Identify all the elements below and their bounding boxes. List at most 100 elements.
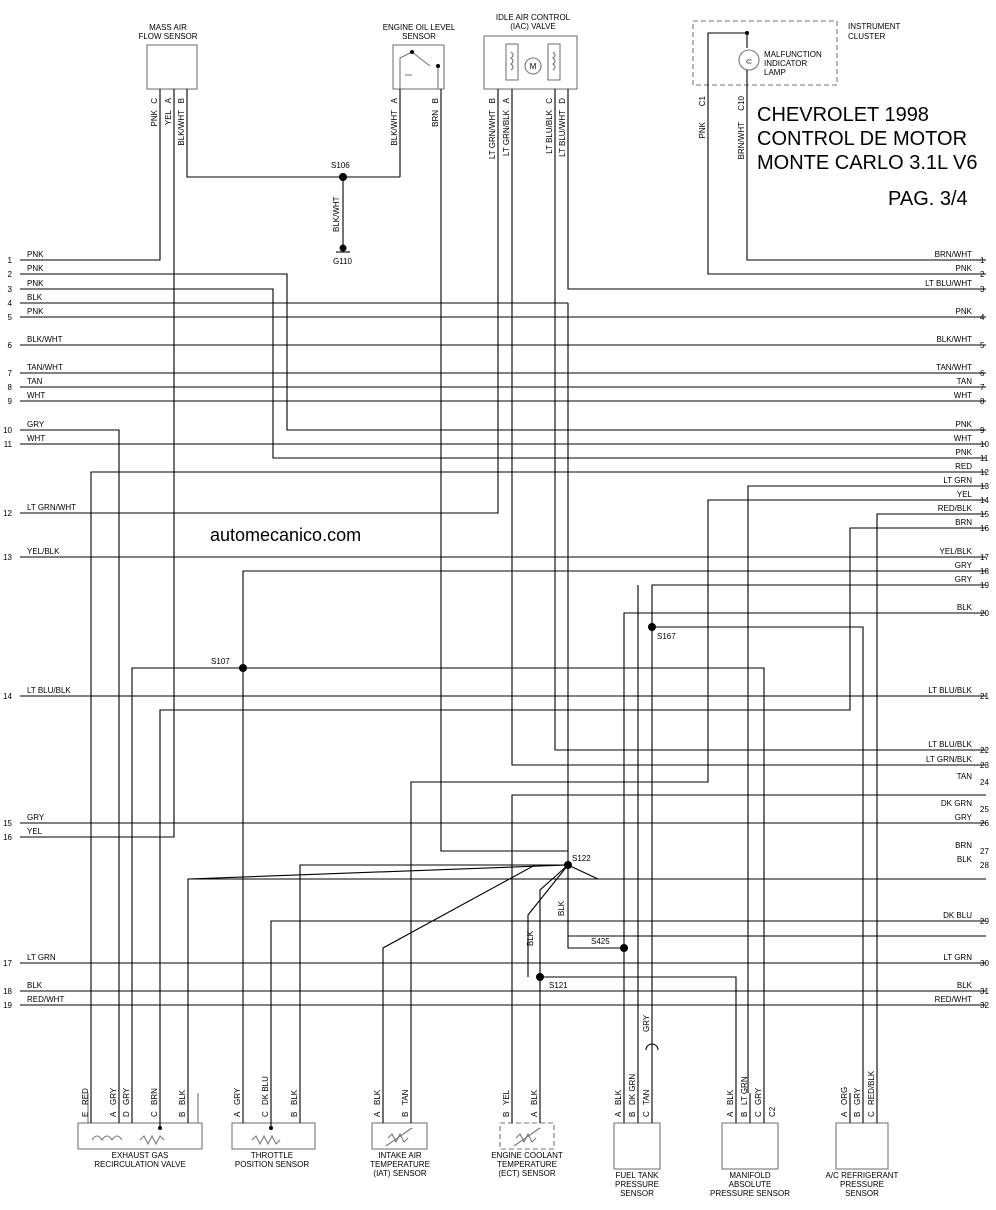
right-pin-color: WHT xyxy=(954,391,972,400)
svg-text:DK GRN: DK GRN xyxy=(628,1074,637,1105)
right-pin-number: 22 xyxy=(980,746,989,755)
right-pin-color: GRY xyxy=(955,575,973,584)
left-pin-number: 1 xyxy=(8,256,13,265)
left-pin-number: 5 xyxy=(8,313,13,322)
right-pin-color: PNK xyxy=(956,264,973,273)
right-pin-color: DK GRN xyxy=(941,799,972,808)
svg-text:S121: S121 xyxy=(549,981,568,990)
right-pin-number: 29 xyxy=(980,917,989,926)
right-pin-color: BRN xyxy=(955,841,972,850)
svg-text:GRY: GRY xyxy=(642,1014,651,1032)
right-pin-number: 18 xyxy=(980,567,989,576)
svg-text:B: B xyxy=(628,1112,637,1117)
right-pin-color: GRY xyxy=(955,561,973,570)
svg-text:G110: G110 xyxy=(333,257,353,266)
svg-text:B: B xyxy=(740,1112,749,1117)
svg-text:A: A xyxy=(502,97,511,103)
svg-text:C: C xyxy=(150,98,159,104)
right-pin-number: 25 xyxy=(980,805,989,814)
svg-text:S107: S107 xyxy=(211,657,230,666)
svg-text:D: D xyxy=(122,1111,131,1117)
svg-text:LT BLU/BLK: LT BLU/BLK xyxy=(545,109,554,153)
right-pin-color: TAN xyxy=(957,377,973,386)
svg-text:C: C xyxy=(754,1111,763,1117)
svg-text:B: B xyxy=(177,98,186,103)
right-pin-number: 7 xyxy=(980,383,985,392)
svg-text:S167: S167 xyxy=(657,632,676,641)
left-pin-number: 15 xyxy=(3,819,12,828)
right-pin-color: PNK xyxy=(956,420,973,429)
right-pin-color: LT GRN xyxy=(943,476,972,485)
svg-text:TEMPERATURE: TEMPERATURE xyxy=(497,1160,557,1169)
left-pin-number: 3 xyxy=(8,285,13,294)
right-pin-number: 24 xyxy=(980,778,989,787)
svg-text:B: B xyxy=(290,1112,299,1117)
left-pin-number: 2 xyxy=(8,270,13,279)
svg-text:FLOW SENSOR: FLOW SENSOR xyxy=(138,32,197,41)
svg-text:RED: RED xyxy=(81,1088,90,1105)
egr-valve: EXHAUST GAS RECIRCULATION VALVE E A D C … xyxy=(77,1087,203,1169)
right-pin-number: 23 xyxy=(980,761,989,770)
left-pin-number: 17 xyxy=(3,959,12,968)
left-pin-number: 11 xyxy=(4,440,13,449)
right-pin-number: 15 xyxy=(980,510,989,519)
svg-text:MANIFOLD: MANIFOLD xyxy=(729,1171,771,1180)
svg-text:C: C xyxy=(545,98,554,104)
right-pin-number: 6 xyxy=(980,369,985,378)
svg-text:BLK/WHT: BLK/WHT xyxy=(332,196,341,232)
svg-text:MALFUNCTION: MALFUNCTION xyxy=(764,50,822,59)
svg-text:RECIRCULATION VALVE: RECIRCULATION VALVE xyxy=(94,1160,186,1169)
svg-text:ORG: ORG xyxy=(840,1087,849,1105)
svg-text:B: B xyxy=(502,1112,511,1117)
left-pin-color: PNK xyxy=(27,279,44,288)
svg-text:BLK: BLK xyxy=(614,1089,623,1105)
left-pin-color: BLK xyxy=(27,293,43,302)
left-pin-color: LT GRN xyxy=(27,953,56,962)
svg-text:PRESSURE: PRESSURE xyxy=(615,1180,659,1189)
right-pin-color: PNK xyxy=(956,307,973,316)
manifold-absolute-pressure-sensor: MANIFOLD ABSOLUTE PRESSURE SENSOR A B C … xyxy=(710,1076,790,1198)
left-pin-color: LT BLU/BLK xyxy=(27,686,71,695)
left-pin-number: 18 xyxy=(3,987,12,996)
left-pin-number: 8 xyxy=(8,383,13,392)
svg-text:GRY: GRY xyxy=(122,1087,131,1105)
title-line-2: CONTROL DE MOTOR xyxy=(757,128,967,150)
right-pin-color: BLK xyxy=(957,603,973,612)
svg-text:GRY: GRY xyxy=(853,1087,862,1105)
svg-text:BLK: BLK xyxy=(526,930,535,946)
right-pin-number: 19 xyxy=(980,581,989,590)
svg-text:THROTTLE: THROTTLE xyxy=(251,1151,293,1160)
left-pin-color: BLK/WHT xyxy=(27,335,63,344)
left-pin-number: 16 xyxy=(3,833,12,842)
left-pin-color: GRY xyxy=(27,420,45,429)
svg-text:A/C REFRIGERANT: A/C REFRIGERANT xyxy=(826,1171,899,1180)
left-pin-number: 12 xyxy=(3,509,12,518)
right-pin-color: YEL/BLK xyxy=(940,547,973,556)
right-pin-number: 11 xyxy=(980,454,989,463)
svg-text:D: D xyxy=(558,98,567,104)
right-pin-color: BLK/WHT xyxy=(936,335,972,344)
left-pin-color: TAN xyxy=(27,377,43,386)
svg-text:C: C xyxy=(261,1111,270,1117)
left-pin-color: PNK xyxy=(27,307,44,316)
right-pin-number: 8 xyxy=(980,397,985,406)
svg-text:BLK: BLK xyxy=(178,1089,187,1105)
right-pin-number: 4 xyxy=(980,313,985,322)
right-pin-number: 17 xyxy=(980,553,989,562)
svg-text:MASS AIR: MASS AIR xyxy=(149,23,187,32)
right-pin-number: 13 xyxy=(980,482,989,491)
svg-text:TAN: TAN xyxy=(642,1089,651,1105)
svg-text:CLUSTER: CLUSTER xyxy=(848,32,886,41)
left-pin-color: PNK xyxy=(27,264,44,273)
svg-text:IDLE AIR CONTROL: IDLE AIR CONTROL xyxy=(496,13,571,22)
svg-text:SENSOR: SENSOR xyxy=(620,1189,654,1198)
right-pin-color: LT BLU/BLK xyxy=(928,686,972,695)
right-pin-color: BRN/WHT xyxy=(935,250,972,259)
svg-text:BRN: BRN xyxy=(150,1088,159,1105)
left-pin-number: 13 xyxy=(3,553,12,562)
fuel-tank-pressure-sensor: FUEL TANK PRESSURE SENSOR A B C BLK DK G… xyxy=(613,585,661,1198)
right-pin-number: 14 xyxy=(980,496,989,505)
right-pin-number: 26 xyxy=(980,819,989,828)
left-pin-number: 6 xyxy=(8,341,13,350)
